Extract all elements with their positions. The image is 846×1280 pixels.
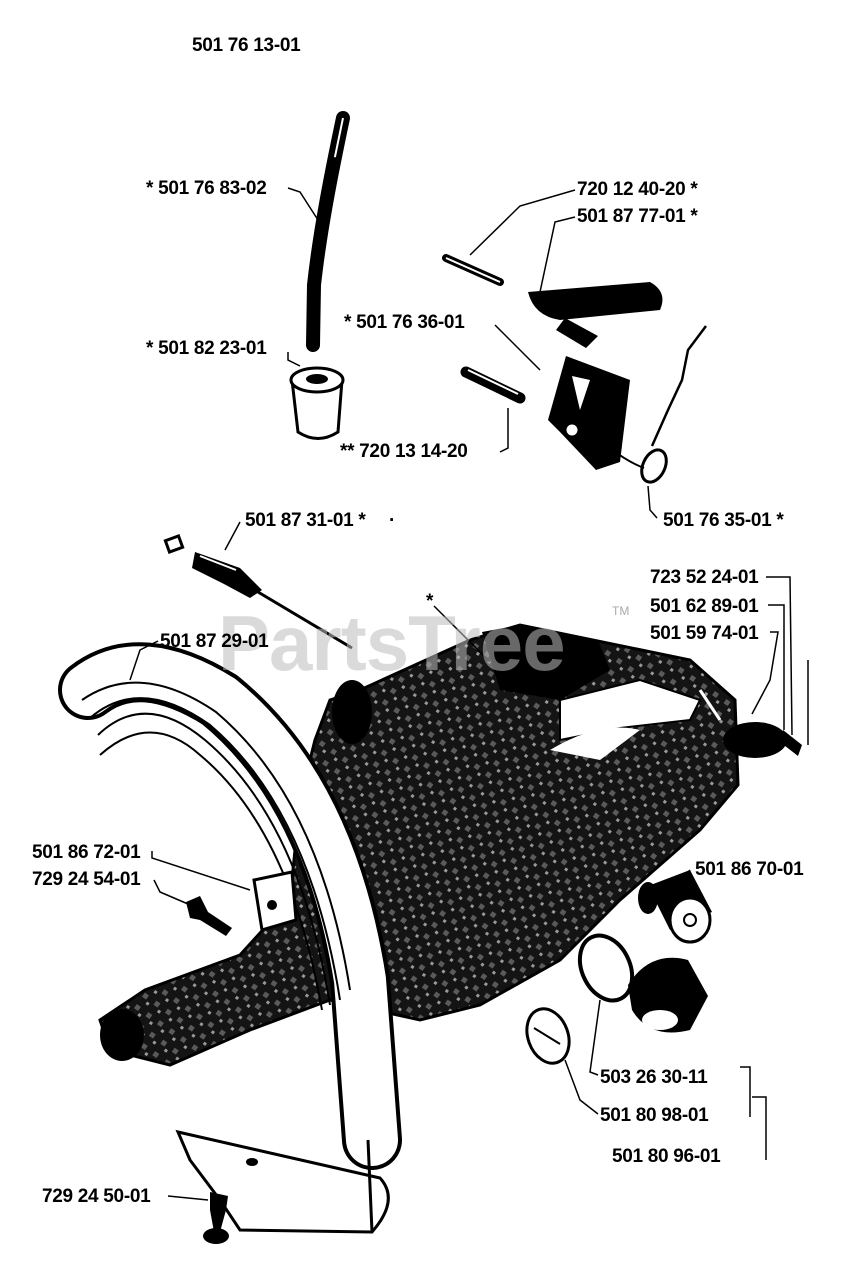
bolt-a (780, 730, 802, 756)
fuel-hose (306, 111, 350, 352)
label-handle-bar: 501 87 29-01 (160, 631, 269, 652)
label-pin-b: ** 720 13 14-20 (340, 441, 468, 462)
throttle-trigger (528, 282, 663, 348)
label-fuel-filter: * 501 82 23-01 (146, 338, 267, 359)
label-screw-c: 729 24 50-01 (42, 1186, 151, 1207)
label-dot-mark: · (389, 510, 396, 531)
label-adjuster-screw: 501 87 31-01 * (245, 510, 366, 531)
label-trigger-lockout: * 501 76 36-01 (344, 312, 465, 333)
bracket (252, 870, 298, 932)
label-bolt-a: 723 52 24-01 (650, 567, 759, 588)
adjuster-screw (163, 534, 353, 650)
label-cap-gasket: 501 80 98-01 (600, 1105, 709, 1126)
pin-b (460, 366, 526, 404)
cap-gasket (525, 1007, 571, 1065)
watermark: PartsTree (218, 599, 566, 687)
label-spring: 501 76 35-01 * (663, 510, 784, 531)
label-throttle-trigger: 501 87 77-01 * (577, 206, 698, 227)
label-fuel-cap-bushing: 501 86 70-01 (695, 859, 804, 880)
fuel-filter (289, 366, 345, 440)
label-fuel-hose: * 501 76 83-02 (146, 178, 267, 199)
saw-body (98, 623, 787, 1067)
fuel-cap-bushing (638, 870, 712, 944)
spring (609, 325, 707, 484)
label-pin-a: 720 12 40-20 * (577, 179, 698, 200)
pin-a (442, 254, 504, 286)
o-ring (577, 933, 635, 1003)
fuel-cap (628, 957, 708, 1033)
label-washer-a: 501 62 89-01 (650, 596, 759, 617)
screw-c (203, 1192, 229, 1244)
trigger-lockout (548, 356, 630, 470)
label-star-mark: * (426, 591, 434, 612)
handle-bar (58, 642, 402, 1234)
diagram-title: 501 76 13-01 (192, 35, 301, 56)
label-fuel-cap-kit: 501 80 96-01 (612, 1146, 721, 1167)
label-bracket: 501 86 72-01 (32, 842, 141, 863)
watermark-trademark: TM (612, 604, 630, 618)
label-screw-b: 729 24 54-01 (32, 869, 141, 890)
screw-b (186, 896, 232, 936)
label-o-ring: 503 26 30-11 (600, 1067, 708, 1088)
leader-lines (129, 187, 809, 1201)
label-part-c: 501 59 74-01 (650, 623, 759, 644)
